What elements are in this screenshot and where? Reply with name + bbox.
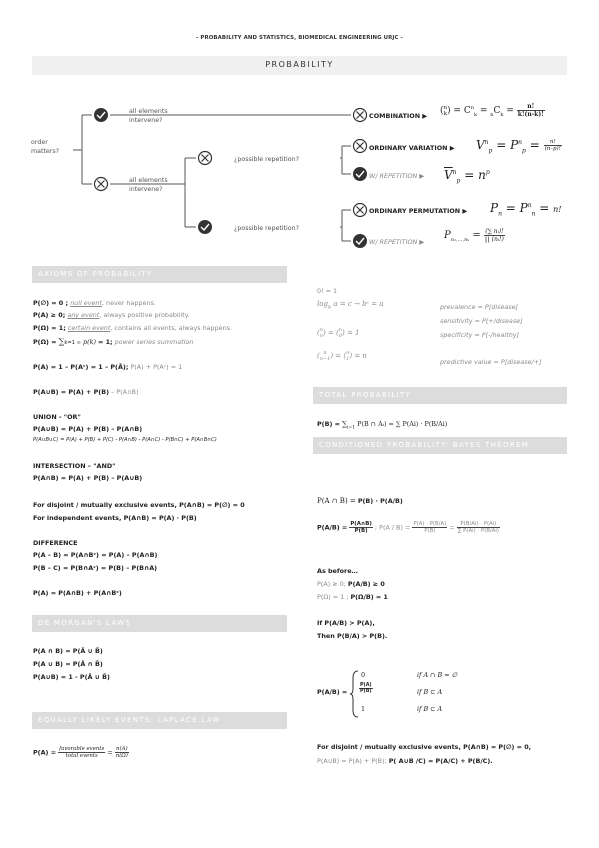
tree-root-label: order matters? (31, 139, 60, 155)
union-two-events: P(A∪B) = P(A) + P(B) – P(A∩B) (33, 425, 143, 433)
page-header: - PROBABILITY AND STATISTICS, BIOMEDICAL… (196, 35, 403, 41)
section-axioms: AXIOMS OF PROBABILITY (32, 266, 287, 283)
piecewise-case-1-value: 0 (361, 671, 366, 679)
as-before-label: As before… (317, 567, 358, 575)
variation-repetition-formula: Vnp = np (444, 168, 490, 185)
conditional-certain: P(Ω) = 1 ; P(Ω/B) = 1 (317, 593, 388, 601)
factorial-zero: 0! = 1 (317, 287, 338, 295)
complement-rule: P(A) = 1 – P(Aᶜ) = 1 – P(Ā); P(A) + P(Aᶜ… (33, 363, 183, 371)
check-icon (198, 220, 212, 234)
partition-rule: P(A) = P(A∩B) + P(A∩Bᶜ) (33, 589, 122, 597)
independent-events-rule: For independent events, P(A∩B) = P(A) · … (33, 514, 197, 522)
cross-icon (352, 202, 368, 218)
conditional-positive: P(A) ≥ 0; P(A/B) ≥ 0 (317, 580, 385, 588)
decision-tree (73, 107, 368, 248)
bayes-product-rule: P(A ∩ B) = P(B) · P(A/B) (317, 497, 403, 505)
permutation-repetition-label: W/ REPETITION ▶ (369, 238, 425, 246)
demorgan-law-1: P(A ∩ B) = P(Ā ∪ B̄) (33, 647, 103, 655)
axiom-null-event: P(∅) = 0 ; null event, never happens. (33, 299, 156, 307)
variation-repetition-label: W/ REPETITION ▶ (369, 172, 425, 180)
difference-rule-1: P(A – B) = P(A∩Bᶜ) = P(A) – P(A∩B) (33, 551, 158, 559)
predictive-value-def: predictive value = P[disease/+] (440, 358, 542, 366)
cross-icon (352, 138, 368, 154)
tree-repetition-question-2: ¿possible repetition? (234, 225, 299, 232)
combination-label: COMBINATION ▶ (369, 112, 428, 120)
check-icon (353, 167, 367, 181)
check-icon (94, 108, 108, 122)
intersection-title: INTERSECTION – "AND" (33, 462, 116, 470)
union-three-events: P(A∪B∪C) = P(A) + P(B) + P(C) - P(A∩B) -… (33, 437, 217, 443)
piecewise-case-3-value: 1 (361, 705, 366, 713)
prevalence-def: prevalence = P[disease] (440, 303, 519, 311)
piecewise-case-3-condition: if B ⊂ A (417, 705, 443, 713)
cross-icon (93, 176, 109, 192)
specificity-def: specificity = P[-/healthy] (440, 331, 520, 339)
sensitivity-def: sensitivity = P[+/disease] (440, 317, 523, 325)
bayes-theorem: P(A/B) = P(A∩B)P(B) ; P(A / B) = P(A) · … (317, 521, 501, 534)
permutation-repetition-formula: Pn₁,…,nₖ = (∑ nᵢ)!∏ (nᵢ!) (444, 228, 505, 243)
section-bayes: CONDITIONED PROBABILITY: BAYES THEOREM (313, 437, 567, 454)
total-probability-formula: P(B) = ∑i=1 P(B ∩ Aᵢ) = ∑ P(Ai) · P(B/Ai… (317, 420, 448, 431)
then-condition: Then P(B/A) > P(B). (317, 632, 388, 640)
axiom-power-series: P(Ω) = ∑k=1 ∞ p(k) = 1; power series sum… (33, 337, 194, 346)
piecewise-case-2-condition: if B ⊂ A (417, 688, 443, 696)
page-title: PROBABILITY (265, 60, 334, 69)
difference-rule-2: P(B – C) = P(B∩Aᶜ) = P(B) – P(B∩A) (33, 564, 158, 572)
if-condition: If P(A/B) > P(A), (317, 619, 375, 627)
axiom-certain-event: P(Ω) = 1; certain event, contains all ev… (33, 324, 233, 332)
demorgan-law-3: P(A∪B) = 1 - P(Ā ∪ B̄) (33, 673, 110, 681)
demorgan-law-2: P(A ∪ B) = P(Ā ∩ B̄) (33, 660, 103, 668)
logarithm-rule: logb a = c → bᶜ = a (317, 300, 384, 311)
tree-repetition-question-1: ¿possible repetition? (234, 156, 299, 163)
section-laplace: EQUALLY LIKELY EVENTS: LAPLACE LAW (32, 712, 287, 729)
check-icon (353, 234, 367, 248)
piecewise-lhs: P(A/B) = (317, 688, 348, 696)
axiom-any-event: P(A) ≥ 0; any event, always positive pro… (33, 311, 190, 319)
ordinary-permutation-formula: Pn = Pnn = n! (490, 201, 562, 218)
ordinary-variation-label: ORDINARY VARIATION ▶ (369, 144, 455, 152)
union-title: UNION - "OR" (33, 413, 81, 421)
difference-title: DIFFERENCE (33, 539, 78, 547)
intersection-rule: P(A∩B) = P(A) + P(B) – P(A∪B) (33, 474, 143, 482)
title-bar: PROBABILITY (32, 56, 567, 75)
conditional-union-rule: P(A∪B) = P(A) + P(B); P( A∪B /C) = P(A/C… (317, 757, 493, 765)
cross-icon (352, 107, 368, 123)
disjoint-events-rule: For disjoint / mutually exclusive events… (33, 501, 245, 509)
union-rule: P(A∪B) = P(A) + P(B) – P(A∩B) (33, 388, 139, 396)
ordinary-permutation-label: ORDINARY PERMUTATION ▶ (369, 207, 468, 215)
tree-branch-bottom-label: all elements intervene? (129, 177, 168, 193)
section-total-probability: TOTAL PROBABILITY (313, 387, 567, 404)
brace-icon (349, 670, 359, 718)
bayes-disjoint-rule: For disjoint / mutually exclusive events… (317, 743, 532, 751)
ordinary-variation-formula: Vnp = Pnp = n!(n–p)! (476, 138, 562, 155)
piecewise-case-2-value: P(A)P(B) (359, 683, 373, 694)
tree-branch-top-label: all elements intervene? (129, 108, 168, 124)
cross-icon (197, 150, 213, 166)
section-demorgan: DE MORGAN'S LAWS (32, 615, 287, 632)
piecewise-case-1-condition: if A ∩ B = ∅ (417, 671, 458, 679)
